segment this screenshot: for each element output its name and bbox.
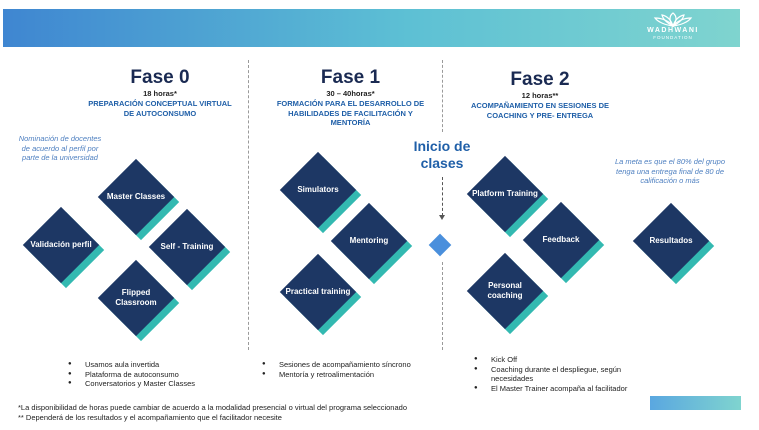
- node-label: Mentoring: [349, 236, 389, 245]
- footnote-1: *La disponibilidad de horas puede cambia…: [18, 403, 407, 412]
- inicio-marker-diamond: [428, 233, 452, 257]
- phase-divider-2-bottom: [442, 262, 443, 350]
- footer-bar: [650, 396, 741, 410]
- node-label: Resultados: [649, 236, 693, 245]
- node-label: Simulators: [297, 185, 339, 194]
- phase-1-subtitle: FORMACIÓN PARA EL DESARROLLO DE HABILIDA…: [276, 99, 425, 127]
- phase-2-subtitle: ACOMPAÑAMIENTO EN SESIONES DE COACHING Y…: [470, 101, 610, 120]
- phase-0-bullets: Usamos aula invertida Plataforma de auto…: [66, 360, 246, 389]
- node-label: Self - Training: [160, 242, 214, 251]
- wadhwani-logo: WADHWANI FOUNDATION: [628, 12, 718, 44]
- phase-1-header: Fase 1 30 – 40horas* FORMACIÓN PARA EL D…: [273, 67, 428, 128]
- list-item: Mentoría y retroalimentación: [260, 370, 445, 380]
- node-label: Platform Training: [472, 189, 538, 198]
- inicio-arrow-line: [442, 177, 443, 216]
- inicio-de-clases-label: Inicio de clases: [413, 138, 471, 171]
- phase-0-subtitle: PREPARACIÓN CONCEPTUAL VIRTUAL DE AUTOCO…: [88, 99, 232, 118]
- footnote-2: ** Dependerá de los resultados y el acom…: [18, 413, 282, 422]
- list-item: Plataforma de autoconsumo: [66, 370, 246, 380]
- phase-divider-2-top: [442, 60, 443, 132]
- phase-divider-1: [248, 60, 249, 350]
- note-meta: La meta es que el 80% del grupo tenga un…: [614, 157, 726, 185]
- list-item: Usamos aula invertida: [66, 360, 246, 370]
- list-item: Conversatorios y Master Classes: [66, 379, 246, 389]
- logo-name: WADHWANI: [647, 27, 699, 34]
- logo-subname: FOUNDATION: [653, 35, 693, 40]
- phase-1-title: Fase 1: [320, 67, 381, 88]
- node-label: Validación perfil: [30, 240, 92, 249]
- phase-2-title: Fase 2: [510, 69, 570, 90]
- list-item: Kick Off: [472, 355, 657, 365]
- node-label: Flipped Classroom: [115, 288, 157, 307]
- note-nominacion: Nominación de docentes de acuerdo al per…: [18, 134, 102, 162]
- phase-0-title: Fase 0: [130, 67, 190, 88]
- phase-2-hours: 12 horas**: [521, 91, 559, 100]
- node-label: Feedback: [542, 235, 580, 244]
- inicio-arrow-head: [439, 215, 445, 220]
- phase-2-bullets: Kick Off Coaching durante el despliegue,…: [472, 355, 657, 393]
- header-bar: WADHWANI FOUNDATION: [3, 9, 740, 47]
- node-label: Practical training: [285, 287, 351, 296]
- phase-0-header: Fase 0 18 horas* PREPARACIÓN CONCEPTUAL …: [85, 67, 235, 118]
- phase-0-hours: 18 horas*: [143, 89, 177, 98]
- list-item: El Master Trainer acompaña al facilitado…: [472, 384, 657, 394]
- phase-1-hours: 30 – 40horas*: [326, 89, 375, 98]
- phase-2-header: Fase 2 12 horas** ACOMPAÑAMIENTO EN SESI…: [470, 69, 610, 120]
- phase-1-bullets: Sesiones de acompañamiento síncrono Ment…: [260, 360, 445, 379]
- lotus-icon: [653, 12, 693, 27]
- node-label: Master Classes: [106, 192, 166, 201]
- node-label: Personal coaching: [487, 281, 523, 300]
- list-item: Sesiones de acompañamiento síncrono: [260, 360, 445, 370]
- list-item: Coaching durante el despliegue, según ne…: [472, 365, 657, 384]
